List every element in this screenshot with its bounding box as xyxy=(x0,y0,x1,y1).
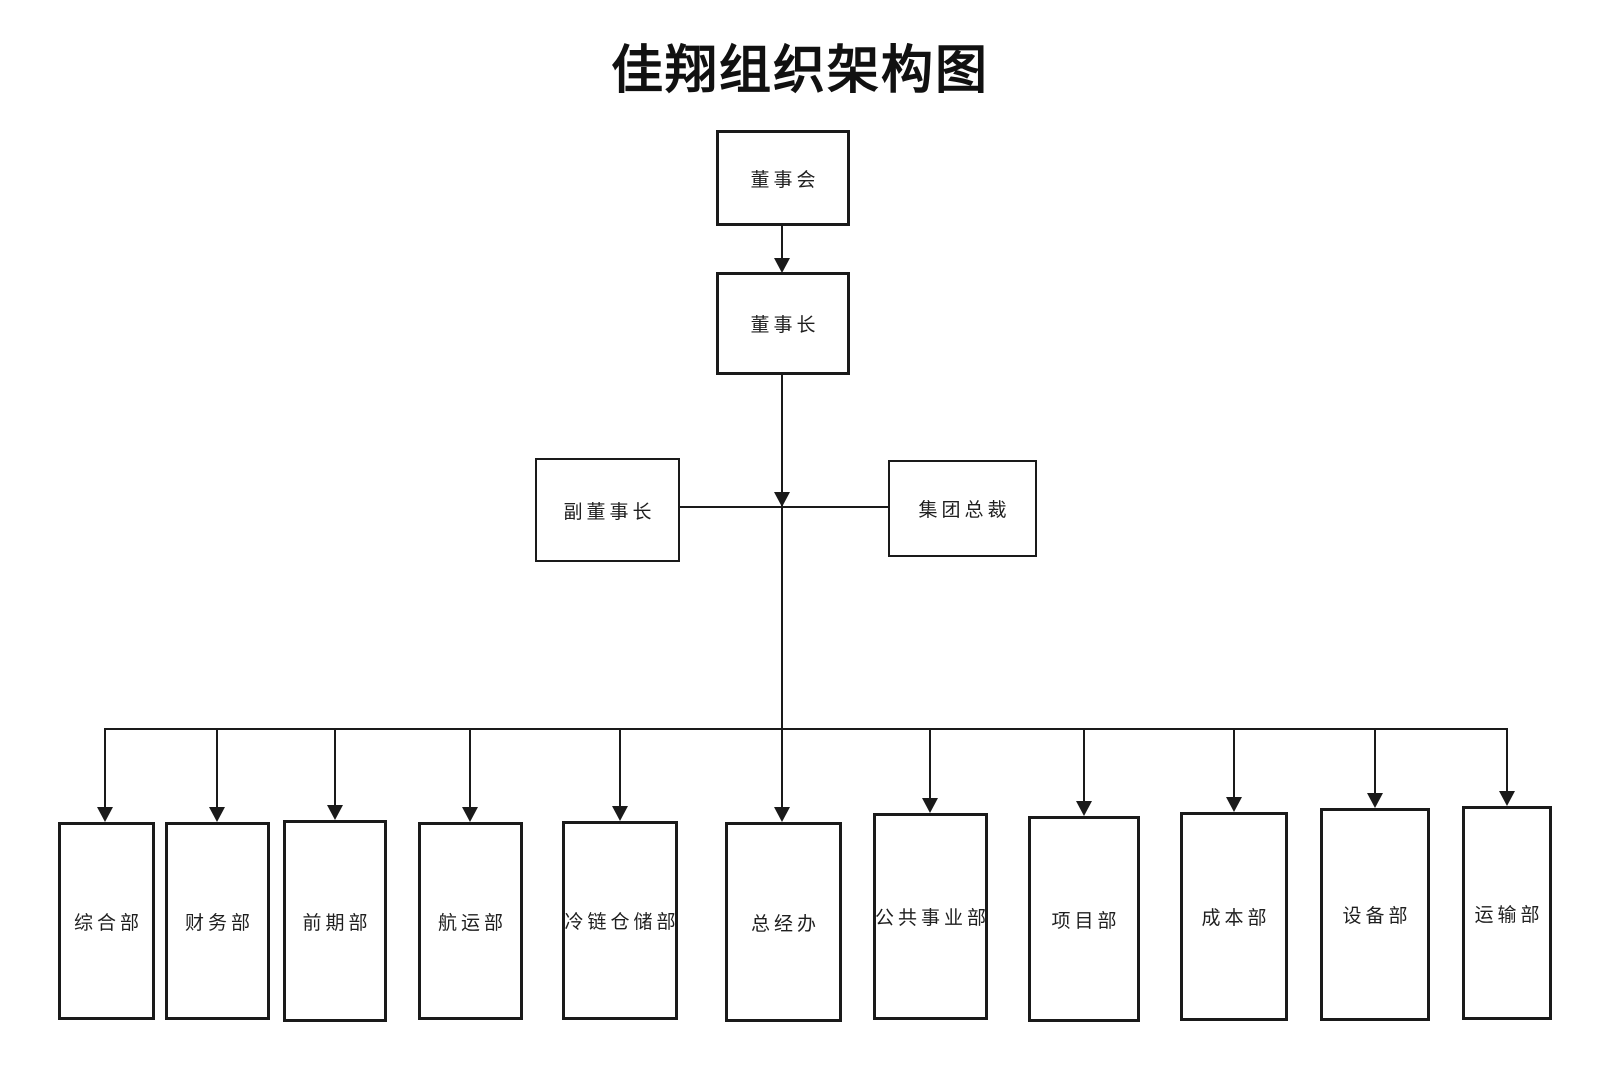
dept-node-4: 航运部 xyxy=(418,822,523,1020)
drop-line-5 xyxy=(619,729,621,807)
drop-line-6 xyxy=(781,729,783,808)
arrowhead-board-to-chairman xyxy=(774,258,790,273)
dept-node-6: 总经办 xyxy=(725,822,842,1022)
node-group-president: 集团总裁 xyxy=(888,460,1037,557)
connector-board-to-chairman xyxy=(781,226,783,259)
drop-arrowhead-10 xyxy=(1367,793,1383,808)
drop-line-10 xyxy=(1374,729,1376,793)
dept-node-5: 冷链仓储部 xyxy=(562,821,678,1020)
dept-node-8: 项目部 xyxy=(1028,816,1140,1022)
drop-line-1 xyxy=(104,729,106,808)
drop-arrowhead-7 xyxy=(922,798,938,813)
connector-branch-line xyxy=(104,728,1508,730)
dept-node-11: 运输部 xyxy=(1462,806,1552,1020)
drop-line-8 xyxy=(1083,729,1085,801)
drop-line-4 xyxy=(469,729,471,808)
drop-line-3 xyxy=(334,729,336,806)
drop-arrowhead-8 xyxy=(1076,801,1092,816)
node-board: 董事会 xyxy=(716,130,850,226)
connector-vice-president xyxy=(680,506,888,508)
node-chairman: 董事长 xyxy=(716,272,850,375)
drop-line-11 xyxy=(1506,729,1508,791)
drop-arrowhead-5 xyxy=(612,806,628,821)
drop-arrowhead-3 xyxy=(327,805,343,820)
dept-node-10: 设备部 xyxy=(1320,808,1430,1021)
dept-node-1: 综合部 xyxy=(58,822,155,1020)
chart-title: 佳翔组织架构图 xyxy=(610,43,989,100)
dept-node-3: 前期部 xyxy=(283,820,387,1022)
node-vice-chairman: 副董事长 xyxy=(535,458,680,562)
drop-line-2 xyxy=(216,729,218,808)
drop-arrowhead-11 xyxy=(1499,791,1515,806)
arrowhead-trunk-junction xyxy=(774,492,790,507)
drop-arrowhead-2 xyxy=(209,807,225,822)
drop-arrowhead-9 xyxy=(1226,797,1242,812)
drop-line-7 xyxy=(929,729,931,798)
drop-arrowhead-1 xyxy=(97,807,113,822)
drop-arrowhead-6 xyxy=(774,807,790,822)
dept-node-2: 财务部 xyxy=(165,822,270,1020)
drop-line-9 xyxy=(1233,729,1235,797)
dept-node-7: 公共事业部 xyxy=(873,813,988,1020)
dept-node-9: 成本部 xyxy=(1180,812,1288,1021)
drop-arrowhead-4 xyxy=(462,807,478,822)
connector-trunk xyxy=(781,375,783,730)
